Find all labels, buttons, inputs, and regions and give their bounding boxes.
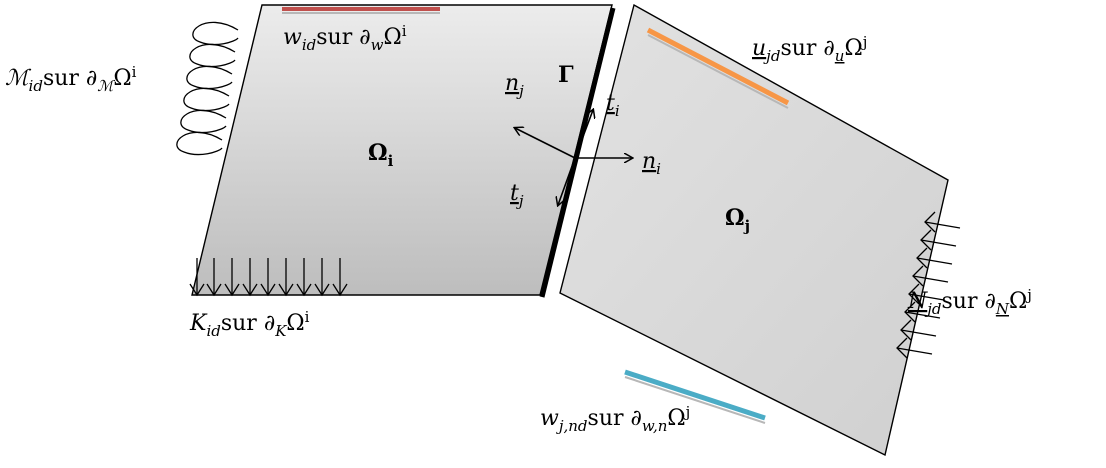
label-vec-tj: tj [510,181,524,210]
label-gamma: Γ [558,62,574,88]
blue-bar-shadow [624,376,766,424]
blue-bar-w-jnd [624,369,766,421]
label-w-id: widsur ∂wΩi [283,22,407,54]
label-n-jd: Njdsur ∂NΩj [907,286,1032,318]
label-u-jd: ujdsur ∂uΩj [752,33,867,65]
domain-i-panel [191,4,613,296]
label-omega-i: Ωi [368,140,394,170]
distributed-load-arrows-icon [189,258,348,297]
label-vec-ti: ti [606,91,620,120]
orange-bar-u-jd [646,27,790,106]
label-k-id: Kidsur ∂KΩi [189,308,310,340]
vector-nj-arrow [515,128,576,159]
label-omega-j: Ωj [725,205,750,235]
orange-bar-shadow [647,34,789,109]
moment-loads-icon [176,21,239,156]
label-m-id: ℳidsur ∂ℳΩi [5,63,137,95]
label-vec-nj: nj [505,71,524,100]
label-vec-ni: ni [642,149,661,178]
label-w-jnd: wj,ndsur ∂w,nΩj [540,403,690,435]
vector-tj-arrow [558,157,576,205]
edge-force-arrows-icon [896,211,961,359]
vector-ti-arrow [574,110,593,159]
domain-j-panel [559,3,949,457]
